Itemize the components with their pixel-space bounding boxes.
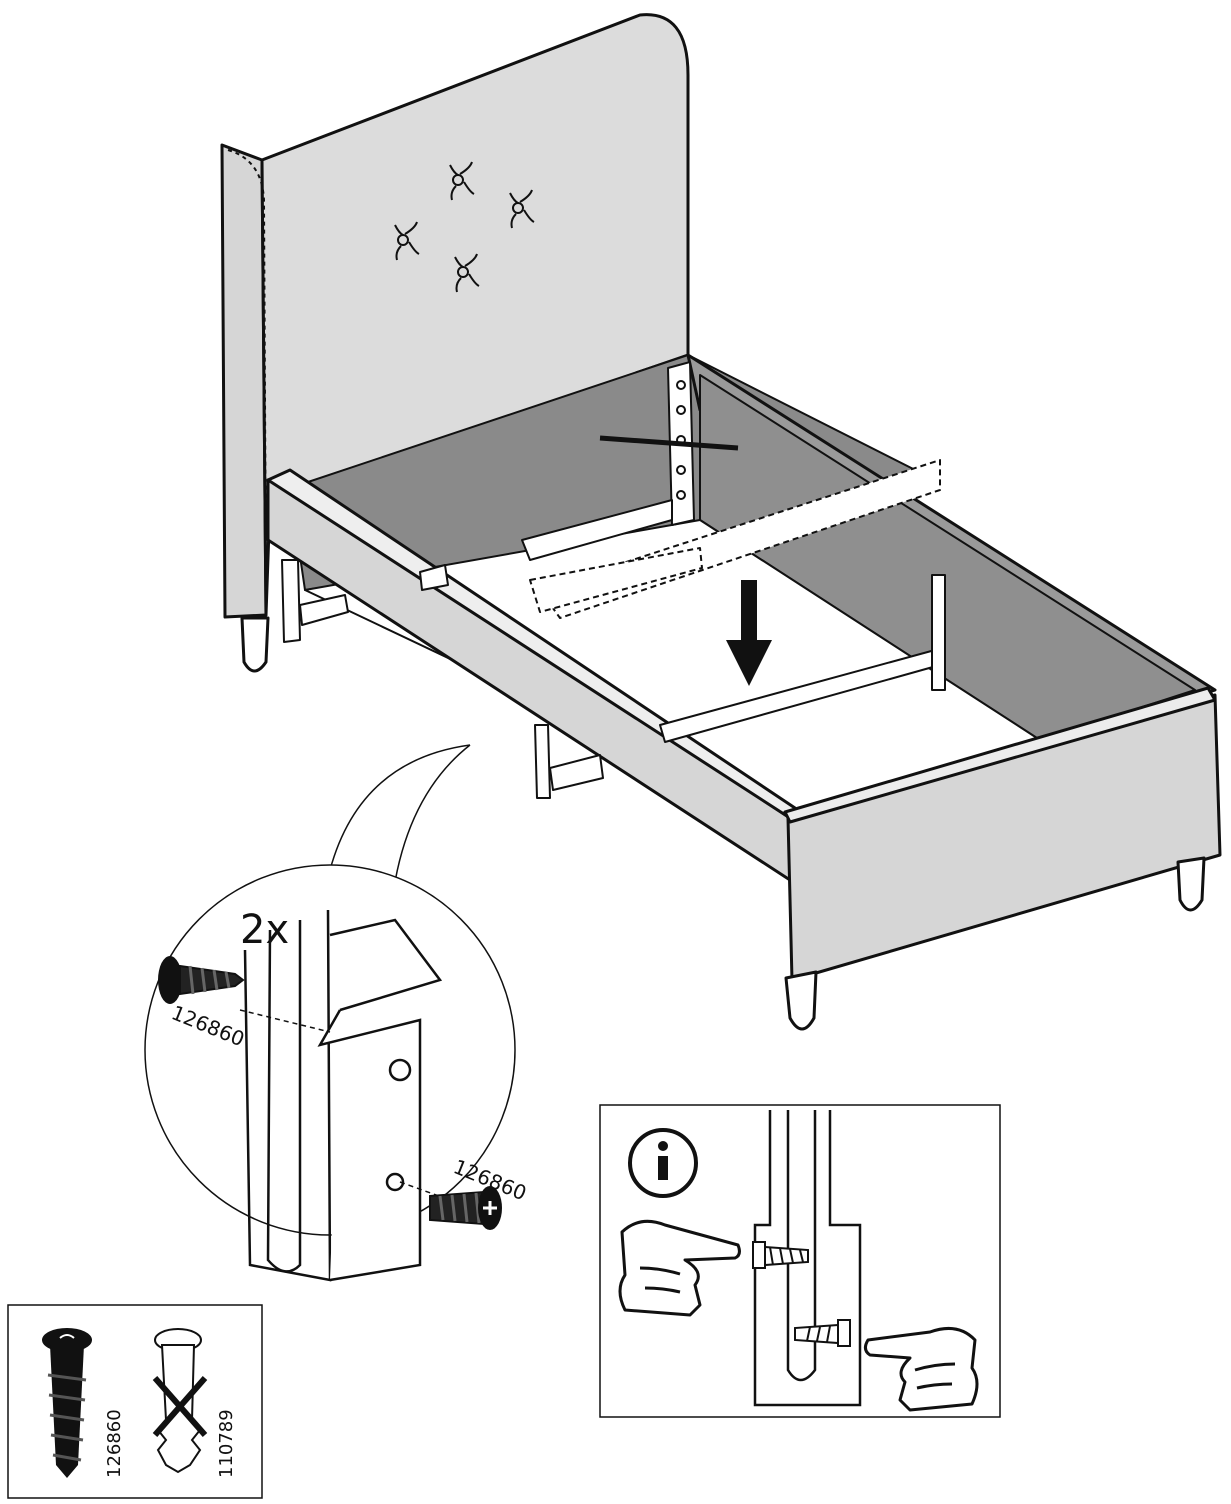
under-beam — [549, 754, 604, 791]
under-bracket — [534, 724, 551, 799]
info-panel — [599, 1104, 1001, 1418]
footboard-top — [783, 686, 1217, 824]
foot-leg-front — [784, 970, 818, 1031]
screw-icon — [42, 1328, 92, 1478]
detail-zoom — [144, 744, 516, 1282]
down-arrow-icon — [726, 580, 772, 686]
tufted-buttons — [394, 161, 535, 293]
dashed-beam-lower — [529, 547, 703, 613]
screw-icon — [429, 1186, 502, 1230]
center-beam — [521, 499, 673, 561]
wrong-cross-icon — [152, 1376, 208, 1437]
wrong-screw-part-number: 110789 — [216, 1409, 237, 1478]
side-bracket-right — [931, 574, 946, 691]
bed-assembly — [220, 13, 1222, 1031]
headboard-leg-left — [240, 616, 270, 673]
pointing-hand-icon — [863, 1326, 979, 1412]
quantity-label: 2x — [240, 907, 289, 953]
diagonal-strut — [599, 435, 739, 451]
screw-icon — [158, 956, 245, 1004]
left-bracket — [281, 559, 301, 643]
left-block — [419, 564, 449, 591]
left-beam — [299, 594, 349, 626]
info-icon — [628, 1128, 698, 1198]
correct-screw-part-number: 126860 — [104, 1409, 125, 1478]
headboard-seam — [227, 149, 267, 601]
foot-leg-right — [1176, 856, 1206, 912]
screw-legend: 126860 110789 — [7, 1304, 263, 1499]
pointing-hand-icon — [618, 1219, 741, 1317]
headboard-side — [220, 143, 268, 619]
